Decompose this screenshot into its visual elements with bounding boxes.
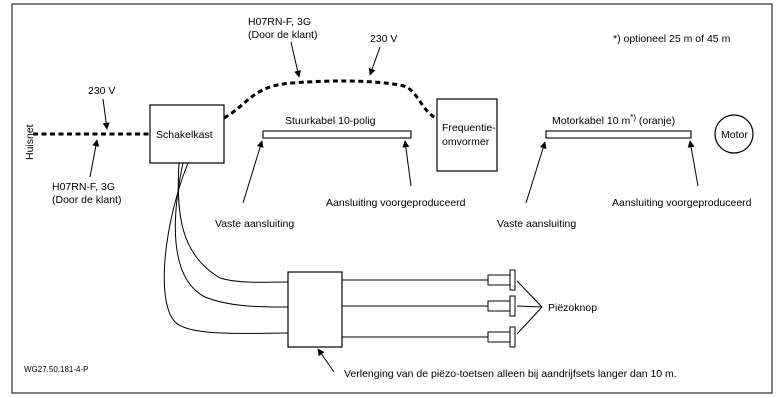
piezo-button-3 [487, 326, 516, 348]
motorkabel-label: Motorkabel 10 m*) (oranje) [552, 113, 675, 127]
huisnet-label: Huisnet [24, 124, 36, 160]
stuurkabel-bar [262, 130, 412, 139]
footnote-arrow [317, 348, 335, 373]
voltage-top-arrow [368, 46, 381, 76]
motorkabel-footnote-mark: *) [630, 113, 636, 122]
voltage-label-top: 230 V [370, 33, 397, 45]
piezo-cable-3-in [163, 162, 289, 334]
optional-note: *) optioneel 25 m of 45 m [613, 33, 731, 45]
piezoknop-pointer-2 [516, 305, 543, 308]
cable-left-label-2: (Door de klant) [52, 194, 121, 206]
voltage-label-left: 230 V [88, 85, 115, 97]
extension-box [287, 271, 343, 348]
piezo-cable-2-in [174, 162, 289, 308]
motorkabel-suffix: (oranje) [636, 115, 675, 127]
piezoknop-pointer-3 [516, 306, 543, 335]
drawing-id: WG27.50.181-4-P [24, 365, 88, 374]
cable-left-label-1: H07RN-F, 3G [52, 181, 115, 193]
cable-top-label-1: H07RN-F, 3G [248, 16, 311, 28]
footnote-text: Verlenging van de piëzo-toetsen alleen b… [344, 368, 677, 380]
vaste-aansluiting-1-label: Vaste aansluiting [215, 218, 294, 230]
schakelkast-label: Schakelkast [156, 129, 213, 141]
cable-left-arrow [89, 139, 100, 178]
piezoknop-label: Piëzoknop [548, 302, 597, 314]
piezoknop-pointer-1 [516, 280, 543, 308]
aansluiting-voorgeproduceerd-2-label: Aansluiting voorgeproduceerd [612, 197, 752, 209]
frame-border [11, 3, 773, 394]
schakelkast-box [149, 104, 225, 164]
frequentieomvormer-box [436, 98, 498, 172]
motor-circle [714, 114, 754, 154]
motorkabel-bar [545, 130, 692, 139]
vaste-aansluiting-1-arrow [242, 140, 264, 204]
motor-label: Motor [721, 129, 748, 141]
frequentieomvormer-label-2: omvormer [442, 136, 490, 148]
vaste-aansluiting-2-label: Vaste aansluiting [497, 218, 576, 230]
motorkabel-text: Motorkabel 10 m [552, 115, 630, 127]
cable-top-arrow [290, 41, 302, 78]
aansluiting-voorgeproduceerd-2-arrow [687, 140, 699, 187]
mains-cable-top [223, 79, 437, 120]
cable-top-label-2: (Door de klant) [248, 29, 317, 41]
aansluiting-voorgeproduceerd-1-arrow [402, 140, 412, 187]
piezo-button-1 [487, 269, 516, 291]
aansluiting-voorgeproduceerd-1-label: Aansluiting voorgeproduceerd [326, 197, 466, 209]
piezo-button-2 [487, 295, 516, 317]
vaste-aansluiting-2-arrow [525, 141, 547, 204]
frequentieomvormer-label-1: Frequentie- [442, 122, 496, 134]
stuurkabel-label: Stuurkabel 10-polig [285, 115, 376, 127]
voltage-left-arrow [102, 98, 110, 130]
piezo-cable-1-in [177, 162, 289, 283]
